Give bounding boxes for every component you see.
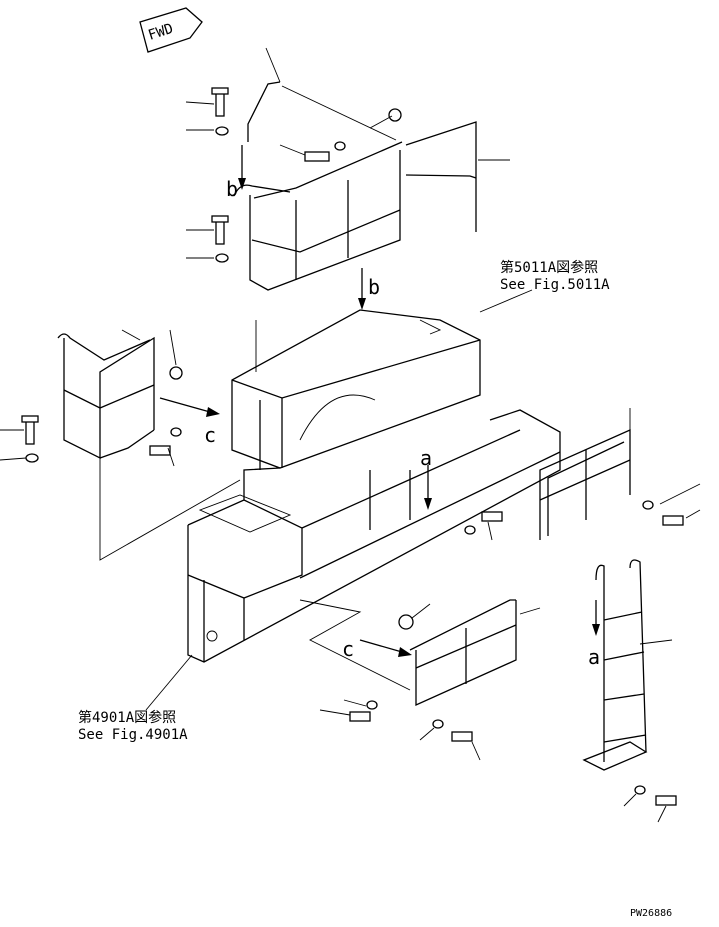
fwd-label: FWD [146,21,175,44]
label-a-mid: a [420,446,432,470]
ref-5011a-en: See Fig.5011A [500,277,610,293]
label-a-ladder: a [588,645,600,669]
lower-frame [187,409,561,663]
label-c-left: c [204,423,216,447]
ref-4901a-jp: 第4901A図参照 [78,709,176,726]
ref-5011a-jp: 第5011A図参照 [500,259,598,276]
ref-4901a-en: See Fig.4901A [78,727,188,743]
engine-hood [231,309,481,470]
fwd-arrow-sign: FWD [139,7,203,53]
leader-lines [0,47,701,823]
ladder [582,559,648,771]
drawing-code: PW26886 [630,908,672,919]
fasteners [21,87,684,806]
label-c-bottom: c [342,637,354,661]
label-b-top: b [226,177,238,201]
left-handrail [57,333,155,460]
top-handrail [233,81,477,291]
right-handrail [539,428,631,540]
direction-arrows [159,145,600,657]
lower-front-rail [409,599,517,707]
label-b-mid: b [368,275,380,299]
